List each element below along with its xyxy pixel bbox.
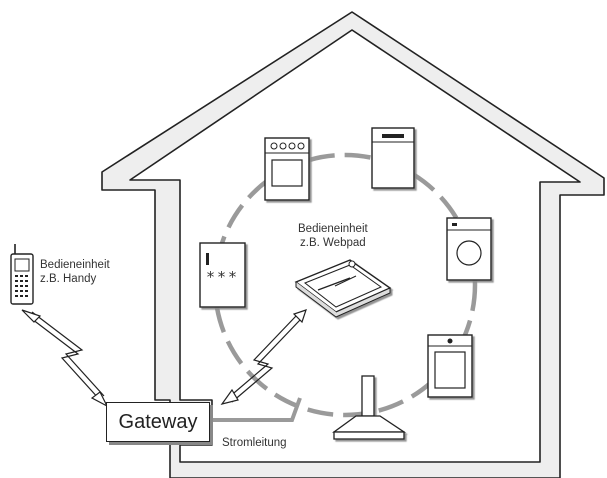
powerline-label: Stromleitung (222, 437, 287, 449)
gateway-label: Gateway (118, 410, 198, 433)
wireless-link-webpad-icon (220, 309, 307, 405)
handy-label-line2: z.B. Handy (40, 273, 97, 285)
extractor-hood-icon (332, 375, 407, 440)
handy-label-line1: Bedieneinheit (40, 259, 110, 271)
dishwasher-icon (371, 127, 415, 189)
power-line (210, 397, 302, 422)
fridge-display-label: *** (206, 268, 240, 286)
stove-icon (264, 137, 310, 201)
webpad-label-line2: z.B. Webpad (300, 237, 366, 249)
washing-machine-icon (446, 217, 492, 281)
handy-label: Bedieneinheit z.B. Handy (40, 258, 110, 286)
mobile-phone-icon (10, 244, 34, 305)
fridge-icon (199, 242, 246, 308)
webpad-label-line1: Bedieneinheit (298, 223, 368, 235)
wireless-link-handy-icon (21, 309, 109, 408)
gateway-box: Gateway (106, 402, 210, 442)
webpad-label: Bedieneinheit z.B. Webpad (298, 222, 368, 250)
webpad-icon (294, 259, 392, 318)
dryer-icon (427, 334, 473, 398)
